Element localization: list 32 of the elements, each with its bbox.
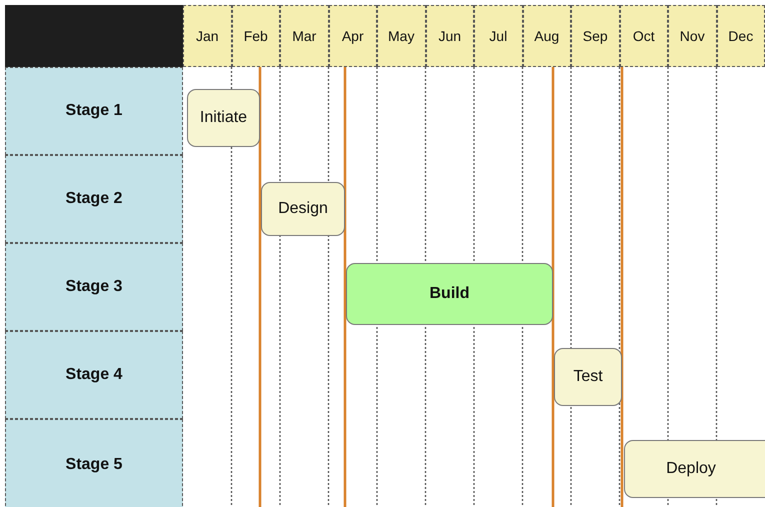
task-name: Deploy	[666, 460, 716, 478]
task-bar	[554, 348, 622, 406]
stage-label-cell	[5, 67, 183, 155]
task-name: Build	[430, 285, 470, 303]
task-name: Initiate	[200, 109, 248, 127]
task-name: Design	[278, 200, 328, 218]
month-header-cell: Aug	[522, 5, 571, 67]
month-header-cell: Jun	[426, 5, 474, 67]
month-header-cell: Apr	[328, 5, 377, 67]
stage-label-cell	[5, 155, 183, 243]
stage-name: Stage 4	[66, 366, 122, 384]
stage-name: Stage 1	[66, 102, 122, 120]
month-header-cell: Jan	[183, 5, 232, 67]
month-header-cell: Mar	[280, 5, 328, 67]
task-bar	[624, 440, 765, 498]
month-header-cell: Dec	[716, 5, 765, 67]
month-header-cell: Jul	[474, 5, 522, 67]
month-header-cell: May	[377, 5, 426, 67]
stage-name: Stage 5	[66, 456, 122, 474]
stage-label-cell	[5, 331, 183, 419]
task-bar	[346, 263, 553, 325]
task-bar	[261, 182, 345, 236]
month-header-cell: Feb	[232, 5, 280, 67]
task-bar	[187, 89, 260, 147]
task-name: Test	[573, 368, 603, 386]
stage-name: Stage 3	[66, 278, 122, 296]
month-header-cell: Sep	[571, 5, 620, 67]
stage-label-cell	[5, 419, 183, 507]
stage-label-cell	[5, 243, 183, 331]
month-header-cell: Oct	[620, 5, 668, 67]
month-header-cell: Nov	[668, 5, 716, 67]
stage-name: Stage 2	[66, 190, 122, 208]
